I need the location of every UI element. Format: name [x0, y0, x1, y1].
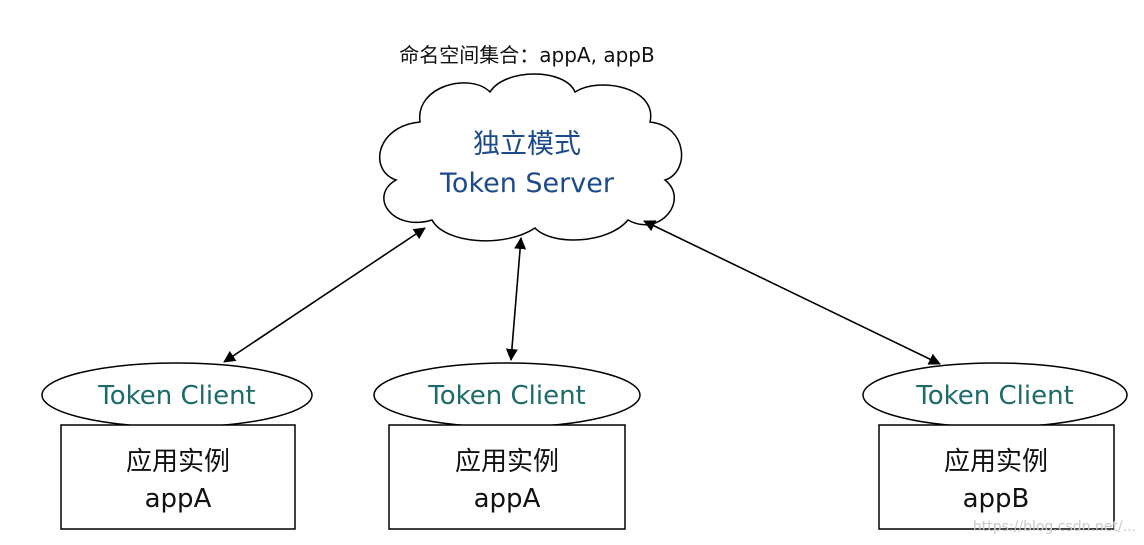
client-group-2: Token Client 应用实例 appA	[373, 362, 641, 530]
connector-server-client-2	[505, 237, 527, 361]
app-instance-box-3	[878, 424, 1115, 530]
cloud-shape	[378, 73, 683, 242]
server-mode-label: 独立模式	[473, 129, 581, 160]
app-instance-title-3: 应用实例	[944, 447, 1048, 477]
app-instance-name-1: appA	[145, 484, 212, 514]
connector-server-client-3	[643, 220, 941, 365]
app-instance-title-2: 应用实例	[455, 447, 559, 477]
app-instance-name-2: appA	[474, 484, 541, 514]
connector-server-client-1	[223, 227, 426, 363]
token-server-cloud: 独立模式 Token Server	[378, 73, 683, 242]
token-client-label-1: Token Client	[97, 381, 256, 411]
app-instance-box-2	[388, 424, 626, 530]
namespace-caption: 命名空间集合：appA, appB	[399, 43, 654, 67]
app-instance-title-1: 应用实例	[126, 447, 230, 477]
app-instance-name-3: appB	[963, 484, 1030, 514]
connectors	[223, 220, 941, 365]
client-group-3: Token Client 应用实例 appB	[862, 362, 1128, 530]
client-group-1: Token Client 应用实例 appA	[41, 362, 313, 530]
token-client-label-3: Token Client	[915, 381, 1074, 411]
server-name-label: Token Server	[439, 168, 615, 199]
token-client-label-2: Token Client	[427, 381, 586, 411]
app-instance-box-1	[60, 424, 296, 530]
source-watermark: https://blog.csdn.net/...	[973, 519, 1136, 535]
